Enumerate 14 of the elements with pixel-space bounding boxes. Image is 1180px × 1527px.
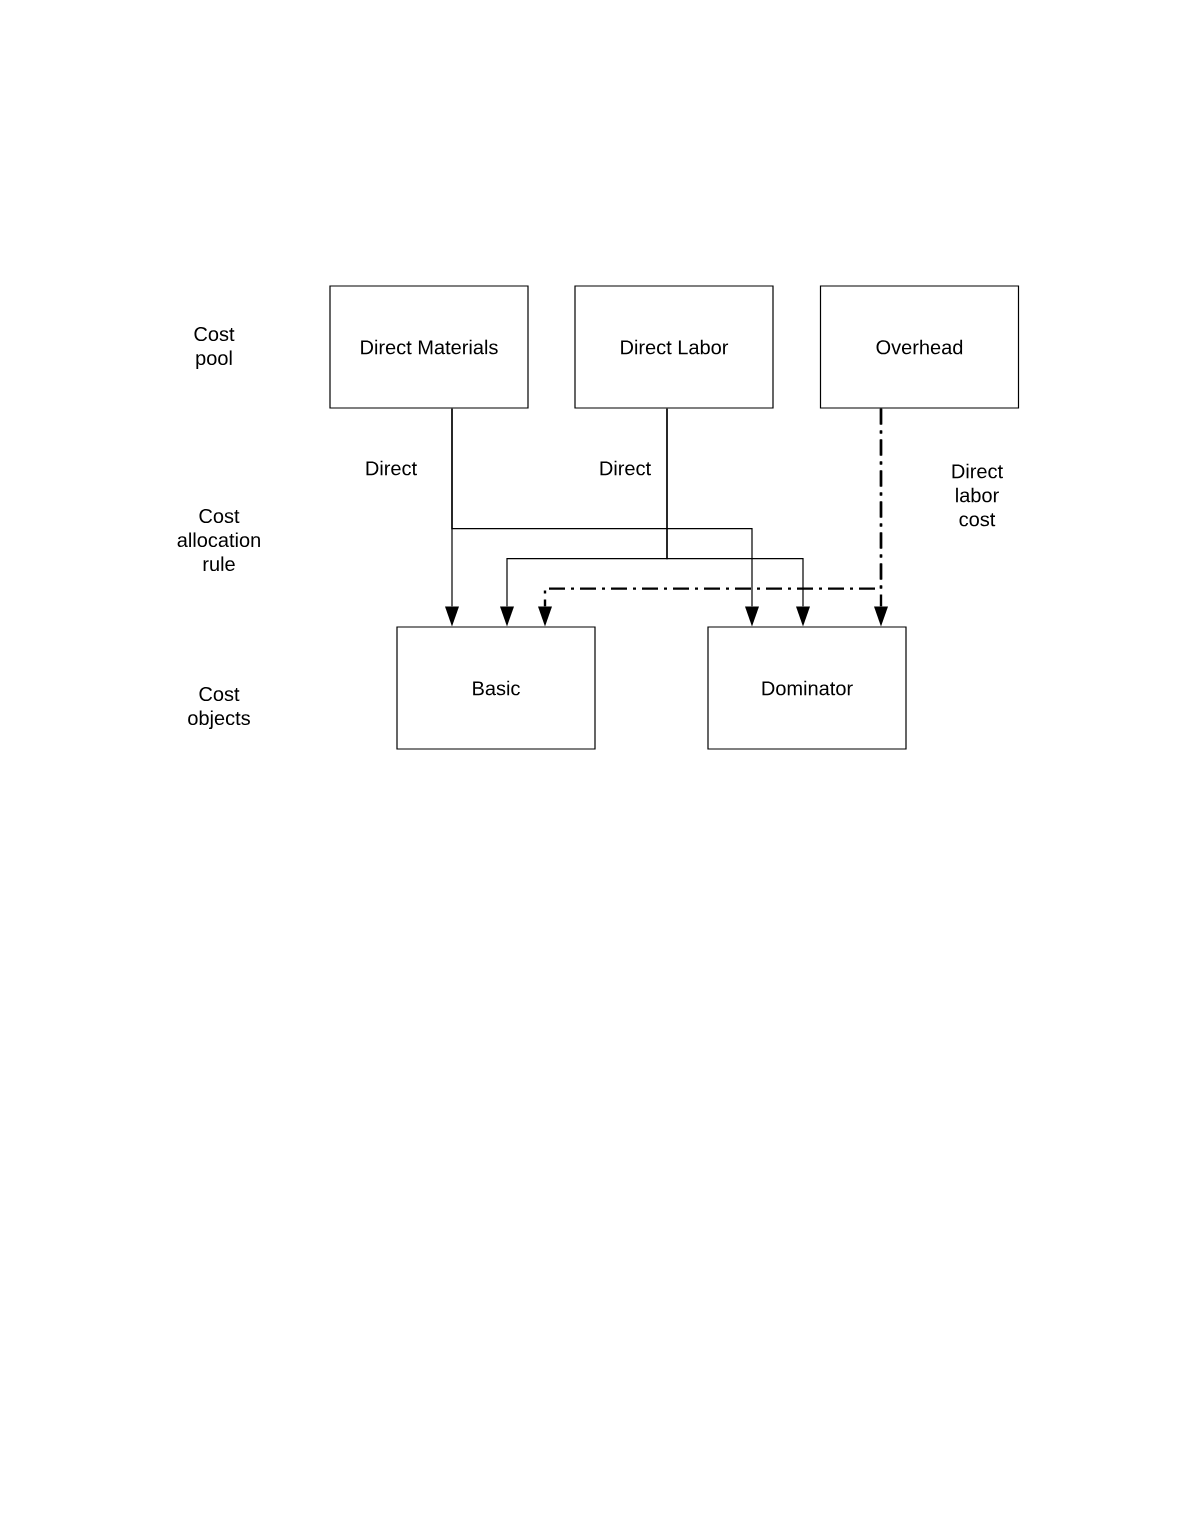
box: Direct Labor	[574, 285, 774, 409]
edge-label: Direct	[600, 460, 651, 476]
box: Basic	[396, 626, 596, 750]
arrow	[451, 408, 759, 627]
edge-label: Direct	[366, 460, 417, 476]
box: Dominator	[707, 626, 907, 750]
row-label: Cost allocation rule	[177, 508, 260, 572]
arrow	[666, 408, 810, 627]
arrow	[874, 408, 888, 627]
edge-label: Direct labor cost	[952, 463, 1003, 527]
box: Overhead	[819, 285, 1020, 409]
row-label: Cost pool	[194, 326, 235, 370]
row-label: Cost objects	[188, 686, 250, 730]
box: Direct Materials	[329, 285, 529, 409]
